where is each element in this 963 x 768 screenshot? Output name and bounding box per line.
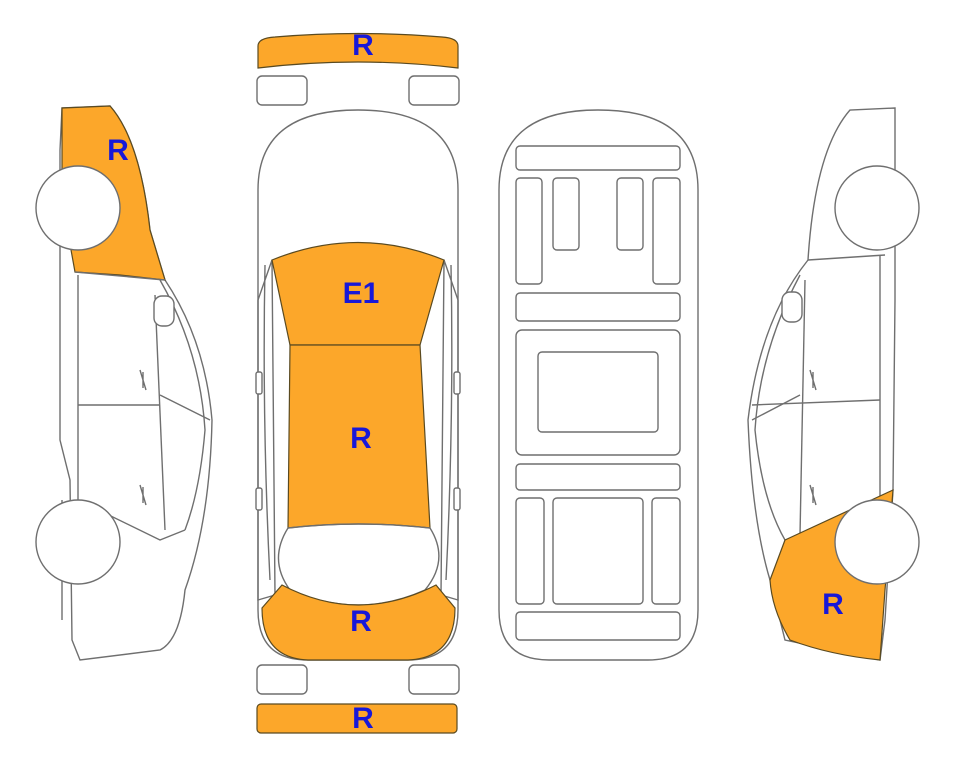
underbody-view [498,109,699,661]
right-rear-quarter-label: R [822,588,844,621]
rear-bumper-label: R [352,702,374,735]
hood-damage [271,241,445,346]
hood-label: E1 [343,277,380,310]
left-front-wheel [35,165,121,251]
right-rear-wheel [834,499,920,585]
right-side-view: R [747,107,920,661]
rear-bumper-damage [256,703,458,734]
roof-label: R [350,422,372,455]
front-bumper-damage [257,32,459,69]
trunk-damage [261,584,456,661]
left-rear-wheel [35,499,121,585]
left-front-fender-label: R [107,134,129,167]
right-front-wheel [834,165,920,251]
front-bumper-label: R [352,29,374,62]
front-right-mirror [408,75,460,106]
rear-left-light [256,664,308,695]
left-side-view: R [35,105,213,661]
front-left-mirror [256,75,308,106]
trunk-label: R [350,605,372,638]
top-view: R E1 R R R [255,29,461,735]
rear-right-light [408,664,460,695]
